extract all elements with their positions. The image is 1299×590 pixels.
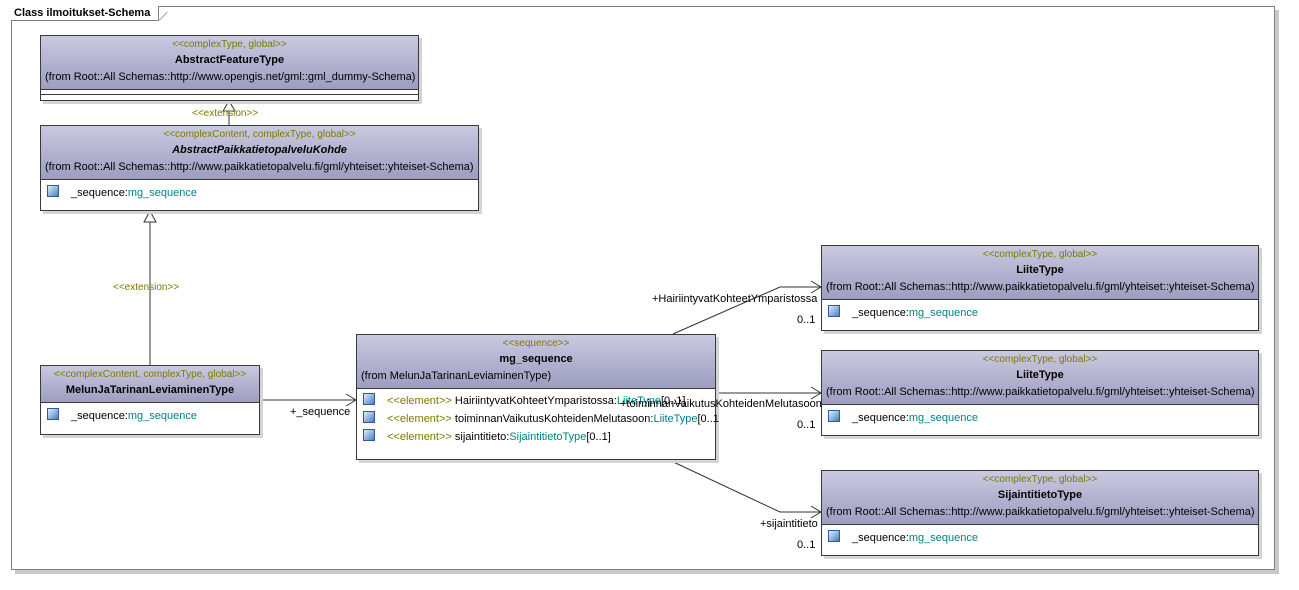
generalization-edge-mid[interactable] xyxy=(143,209,157,365)
attribute-compartment xyxy=(41,89,418,94)
element-row[interactable]: <<element>> toiminnanVaikutusKohteidenMe… xyxy=(363,410,719,428)
class-header: <<complexContent, complexType, global>> … xyxy=(41,366,259,402)
attribute-icon xyxy=(828,530,840,542)
class-origin: (from MelunJaTarinanLeviaminenType) xyxy=(361,370,552,382)
class-liite-type-2[interactable]: <<complexType, global>> LiiteType (from … xyxy=(821,350,1259,436)
class-name: LiiteType xyxy=(1016,369,1064,381)
diagram-title: Class ilmoitukset-Schema xyxy=(11,6,160,21)
attribute-row[interactable]: _sequence:mg_sequence xyxy=(47,407,253,425)
role-toiminnan: +toiminnanVaikutusKohteidenMelutasoon xyxy=(620,398,822,410)
attribute-row[interactable]: _sequence:mg_sequence xyxy=(828,409,1252,427)
element-row[interactable]: <<element>> sijaintitieto:SijaintitietoT… xyxy=(363,428,709,446)
class-header: <<sequence>> mg_sequence (from MelunJaTa… xyxy=(357,335,715,388)
stereotype-label: <<complexType, global>> xyxy=(982,249,1098,260)
class-origin: (from Root::All Schemas::http://www.paik… xyxy=(826,281,1255,293)
mult-sijaintitieto: 0..1 xyxy=(797,539,816,551)
class-melun-ja-tarinan-leviaminen-type[interactable]: <<complexContent, complexType, global>> … xyxy=(40,365,260,435)
stereotype-label: <<complexContent, complexType, global>> xyxy=(163,129,356,140)
stereotype-label: <<complexType, global>> xyxy=(982,474,1098,485)
class-abstract-paikkatietopalvelu-kohde[interactable]: <<complexContent, complexType, global>> … xyxy=(40,125,479,211)
stereotype-label: <<complexContent, complexType, global>> xyxy=(53,369,247,380)
association-sij[interactable] xyxy=(666,458,822,519)
role-sequence: +_sequence xyxy=(290,406,351,418)
attribute-compartment: _sequence:mg_sequence xyxy=(822,404,1258,431)
class-header: <<complexContent, complexType, global>> … xyxy=(41,126,478,179)
class-name: mg_sequence xyxy=(499,353,573,365)
class-name: AbstractPaikkatietopalveluKohde xyxy=(172,144,347,156)
class-header: <<complexType, global>> LiiteType (from … xyxy=(822,246,1258,299)
class-mg-sequence[interactable]: <<sequence>> mg_sequence (from MelunJaTa… xyxy=(356,334,719,460)
class-liite-type-1[interactable]: <<complexType, global>> LiiteType (from … xyxy=(821,245,1259,331)
attribute-icon xyxy=(47,185,59,197)
class-header: <<complexType, global>> SijaintitietoTyp… xyxy=(822,471,1258,524)
class-origin: (from Root::All Schemas::http://www.paik… xyxy=(826,386,1255,398)
attribute-row[interactable]: _sequence:mg_sequence xyxy=(47,184,472,202)
attribute-icon xyxy=(363,393,375,405)
role-hairiintyvat: +HairiintyvatKohteetYmparistossa xyxy=(652,293,818,305)
attribute-compartment: _sequence:mg_sequence xyxy=(822,299,1258,326)
attribute-icon xyxy=(47,408,59,420)
operation-compartment xyxy=(41,94,418,99)
association-sequence[interactable] xyxy=(260,393,357,407)
extension-label-mid: <<extension>> xyxy=(113,282,180,293)
mult-hairiintyvat: 0..1 xyxy=(797,314,816,326)
class-origin: (from Root::All Schemas::http://www.paik… xyxy=(826,506,1255,518)
element-row[interactable]: <<element>> HairiintyvatKohteetYmparisto… xyxy=(363,392,709,410)
attribute-row[interactable]: _sequence:mg_sequence xyxy=(828,529,1252,547)
attribute-icon xyxy=(828,410,840,422)
class-header: <<complexType, global>> LiiteType (from … xyxy=(822,351,1258,404)
association-hairi[interactable] xyxy=(672,280,822,335)
mult-toiminnan: 0..1 xyxy=(797,419,816,431)
class-name: SijaintitietoType xyxy=(997,489,1083,501)
stereotype-label: <<complexType, global>> xyxy=(982,354,1098,365)
class-sijaintitieto-type[interactable]: <<complexType, global>> SijaintitietoTyp… xyxy=(821,470,1259,556)
extension-label-top: <<extension>> xyxy=(192,108,259,119)
attribute-compartment: <<element>> HairiintyvatKohteetYmparisto… xyxy=(357,388,719,450)
stereotype-label: <<complexType, global>> xyxy=(172,39,287,50)
attribute-row[interactable]: _sequence:mg_sequence xyxy=(828,304,1252,322)
class-header: <<complexType, global>> AbstractFeatureT… xyxy=(41,36,418,89)
class-origin: (from Root::All Schemas::http://www.open… xyxy=(45,71,416,83)
role-sijaintitieto: +sijaintitieto xyxy=(760,518,818,530)
attribute-compartment: _sequence:mg_sequence xyxy=(41,402,259,429)
attribute-icon xyxy=(828,305,840,317)
class-abstract-feature-type[interactable]: <<complexType, global>> AbstractFeatureT… xyxy=(40,35,419,101)
generalization-edge-top[interactable] xyxy=(222,100,236,125)
attribute-icon xyxy=(363,411,375,423)
stereotype-label: <<sequence>> xyxy=(502,338,570,349)
class-name: LiiteType xyxy=(1016,264,1064,276)
attribute-compartment: _sequence:mg_sequence xyxy=(41,179,478,206)
class-origin: (from Root::All Schemas::http://www.paik… xyxy=(45,161,474,173)
attribute-compartment: _sequence:mg_sequence xyxy=(822,524,1258,551)
attribute-icon xyxy=(363,429,375,441)
class-name: MelunJaTarinanLeviaminenType xyxy=(65,384,235,396)
class-name: AbstractFeatureType xyxy=(174,54,285,66)
